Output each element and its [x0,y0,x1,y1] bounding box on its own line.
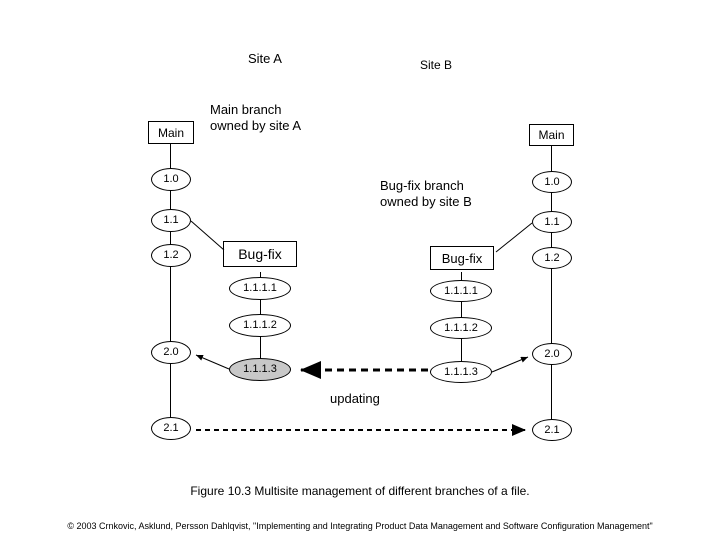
site-b-version-2.1[interactable]: 2.1 [532,419,572,441]
site-a-merge-arrow [195,354,230,370]
site-b-version-1.1.1.1[interactable]: 1.1.1.1 [430,280,492,302]
site-b-version-1.2[interactable]: 1.2 [532,247,572,269]
updating-label: updating [330,391,380,406]
site-b-version-2.0[interactable]: 2.0 [532,343,572,365]
site-b-trunk-line [551,143,552,438]
bugfix-branch-note: Bug-fix branch owned by site B [380,178,472,209]
site-a-version-1.1.1.2[interactable]: 1.1.1.2 [229,314,291,337]
site-a-main-box[interactable]: Main [148,121,194,144]
site-b-main-box[interactable]: Main [529,124,574,146]
site-a-version-2.1[interactable]: 2.1 [151,417,191,440]
site-b-version-1.1.1.3[interactable]: 1.1.1.3 [430,361,492,383]
site-a-version-1.1.1.3[interactable]: 1.1.1.3 [229,358,291,381]
site-b-version-1.1.1.2[interactable]: 1.1.1.2 [430,317,492,339]
site-a-title: Site A [248,51,282,66]
site-b-merge-arrow [491,356,529,373]
site-a-version-2.0[interactable]: 2.0 [151,341,191,364]
site-b-version-1.0[interactable]: 1.0 [532,171,572,193]
site-a-trunk-line [170,143,171,438]
site-a-version-1.2[interactable]: 1.2 [151,244,191,267]
site-a-version-1.1.1.1[interactable]: 1.1.1.1 [229,277,291,300]
copyright-notice: © 2003 Crnkovic, Asklund, Persson Dahlqv… [67,521,653,531]
site-a-branch-connector [190,220,225,251]
site-a-bugfix-box[interactable]: Bug-fix [223,241,297,267]
site-b-title: Site B [420,58,453,72]
figure-caption: Figure 10.3 Multisite management of diff… [190,484,530,498]
site-b-branch-connector [495,222,533,253]
main-branch-note: Main branch owned by site A [210,102,302,133]
site-b-version-1.1[interactable]: 1.1 [532,211,572,233]
site-b-bugfix-box[interactable]: Bug-fix [430,246,494,270]
site-a-version-1.1[interactable]: 1.1 [151,209,191,232]
site-a-version-1.0[interactable]: 1.0 [151,168,191,191]
